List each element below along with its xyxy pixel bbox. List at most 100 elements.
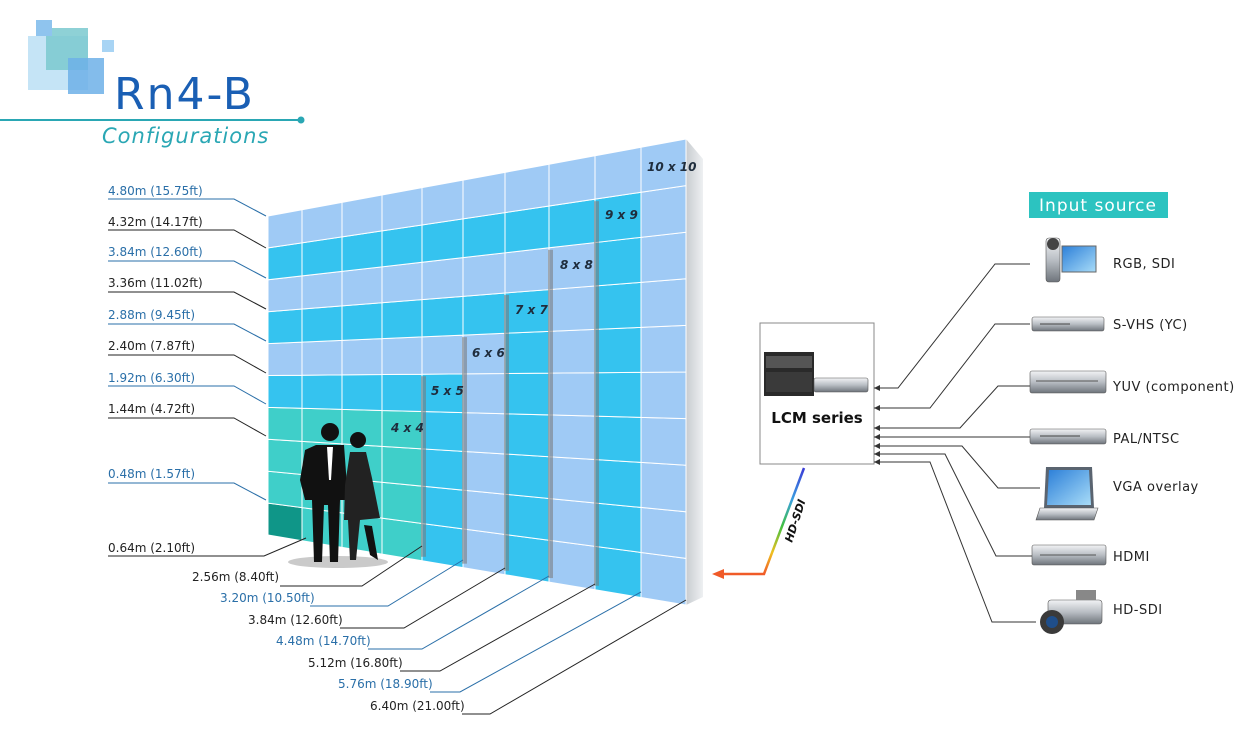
width-label-3-20m: 3.20m (10.50ft)	[220, 591, 315, 605]
led-tile	[301, 339, 343, 376]
led-tile	[341, 338, 383, 376]
height-label-3-84m: 3.84m (12.60ft)	[108, 245, 203, 259]
brand-title: Rn4-B	[114, 69, 255, 120]
hdsdi-link-label: HD-SDI	[782, 498, 808, 544]
led-tile	[504, 493, 550, 541]
source-connection-lines	[874, 263, 1040, 623]
led-tile	[504, 163, 550, 214]
led-tile	[421, 218, 464, 263]
led-tile	[548, 414, 596, 461]
source-label-hd-sdi: HD-SDI	[1113, 603, 1163, 618]
grid-label-10x10: 10 x 10	[647, 160, 697, 174]
led-tile	[381, 261, 423, 304]
led-tile	[421, 295, 464, 338]
callout-line	[280, 545, 423, 587]
dvd-player-icon	[1029, 370, 1107, 394]
input-source-title: Input source	[1039, 196, 1157, 216]
led-tile	[462, 489, 506, 536]
led-tile	[462, 211, 506, 259]
arrow-head-icon	[874, 443, 880, 449]
height-label-1-92m: 1.92m (6.30ft)	[108, 371, 195, 385]
callout-line	[368, 575, 550, 650]
led-tile	[594, 236, 642, 287]
led-tile	[381, 373, 423, 413]
callout-line	[874, 323, 1030, 409]
source-label-hdmi: HDMI	[1113, 550, 1150, 565]
led-tile	[504, 372, 550, 416]
height-label-2-88m: 2.88m (9.45ft)	[108, 308, 195, 322]
height-label-4-80m: 4.80m (15.75ft)	[108, 184, 203, 198]
led-tile	[381, 336, 423, 376]
callout-line	[874, 385, 1030, 429]
led-tile	[504, 330, 550, 375]
led-tile	[462, 292, 506, 336]
led-tile	[381, 299, 423, 340]
led-tile	[504, 247, 550, 294]
led-tile	[267, 209, 303, 249]
width-label-5-12m: 5.12m (16.80ft)	[308, 656, 403, 670]
led-tile	[548, 155, 596, 207]
width-callout-lines	[280, 545, 687, 715]
source-label-svhs: S-VHS (YC)	[1113, 318, 1188, 333]
config-edge-shadow	[504, 295, 509, 571]
led-tile	[341, 302, 383, 341]
led-tile	[640, 231, 687, 283]
width-label-5-76m: 5.76m (18.90ft)	[338, 677, 433, 691]
source-label-rgb-sdi: RGB, SDI	[1113, 257, 1175, 272]
grid-label-7x7: 7 x 7	[515, 303, 548, 317]
arrow-head-icon	[874, 405, 880, 411]
width-label-4-48m: 4.48m (14.70ft)	[276, 634, 371, 648]
led-tile	[421, 334, 464, 375]
media-player-icon	[1031, 544, 1107, 566]
callout-line	[108, 198, 267, 217]
led-tile	[548, 539, 596, 591]
led-tile	[594, 545, 642, 599]
led-tile	[301, 236, 343, 277]
height-label-1-44m: 1.44m (4.72ft)	[108, 402, 195, 416]
led-tile	[341, 194, 383, 238]
led-tile	[548, 456, 596, 504]
led-tile	[267, 275, 303, 313]
led-tile	[381, 517, 423, 562]
led-tile	[381, 224, 423, 268]
led-tile	[462, 171, 506, 220]
led-tile	[640, 278, 687, 328]
led-tile	[640, 371, 687, 420]
led-tile	[594, 502, 642, 554]
callout-line	[874, 453, 1032, 557]
grid-label-9x9: 9 x 9	[605, 208, 638, 222]
callout-line	[108, 385, 267, 405]
vcr-icon	[1031, 316, 1105, 332]
width-label-0-64m: 0.64m (2.10ft)	[108, 541, 195, 555]
config-edge-shadow	[594, 201, 599, 586]
source-label-vga-overlay: VGA overlay	[1113, 480, 1199, 495]
config-edge-shadow	[548, 249, 553, 579]
led-tile	[421, 485, 464, 530]
callout-line	[108, 260, 267, 279]
led-tile	[462, 252, 506, 297]
width-label-2-56m: 2.56m (8.40ft)	[192, 570, 279, 584]
hdsdi-link: HD-SDI	[712, 467, 809, 579]
led-tile	[594, 281, 642, 330]
led-tile	[301, 201, 343, 244]
callout-line	[108, 482, 267, 501]
lcm-label: LCM series	[771, 409, 863, 427]
led-tile	[462, 528, 506, 576]
grid-label-6x6: 6 x 6	[472, 346, 505, 360]
led-tile	[504, 533, 550, 583]
config-edge-shadow	[421, 376, 426, 557]
led-tile	[640, 461, 687, 513]
led-tile	[504, 413, 550, 458]
led-tile	[548, 372, 596, 417]
led-tile	[462, 412, 506, 455]
led-tile	[640, 138, 687, 193]
led-tile	[421, 257, 464, 301]
led-tile	[640, 185, 687, 238]
callout-line	[310, 559, 464, 607]
arrow-head-icon	[874, 425, 880, 431]
laptop-icon	[1035, 467, 1099, 521]
callout-line	[874, 263, 1030, 389]
callout-line	[430, 591, 642, 693]
callout-line	[108, 417, 267, 437]
led-wall	[267, 138, 703, 606]
